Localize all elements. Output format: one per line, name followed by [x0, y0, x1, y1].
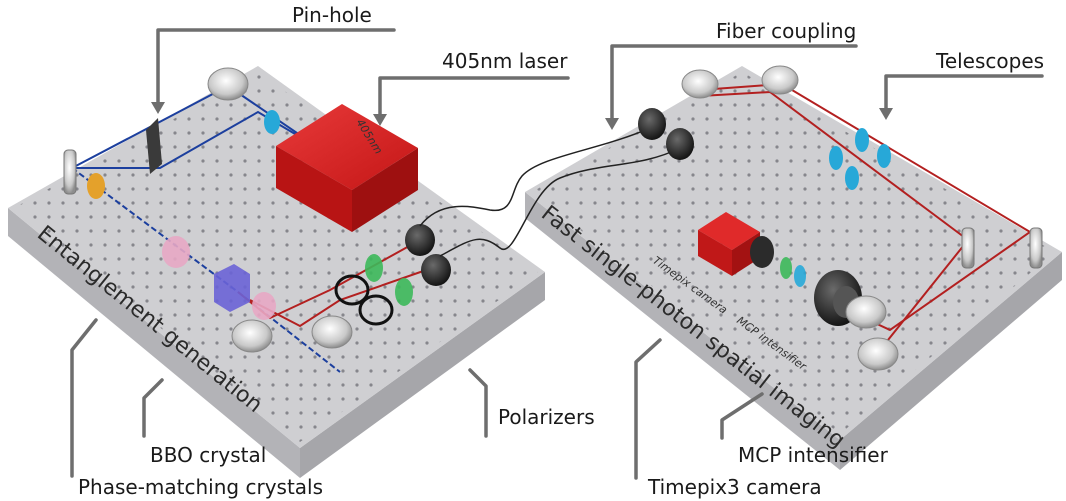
right-board-side-right — [840, 252, 1062, 470]
label-mcp-intensifier: MCP intensifier — [738, 443, 889, 467]
label-phase-matching: Phase-matching crystals — [78, 475, 323, 499]
fiber-cable-1 — [419, 127, 651, 227]
relay-lens-1 — [780, 257, 792, 279]
leader-telescopes — [884, 74, 1044, 112]
mirror-right-side-1 — [961, 227, 975, 269]
laser-front-face — [276, 146, 352, 232]
laser-405nm: 405nm — [276, 104, 418, 232]
callout-labels: Pin-hole 405nm laser Fiber coupling Tele… — [78, 3, 1044, 499]
leader-phase — [70, 318, 98, 478]
left-components: 405nm — [63, 67, 451, 353]
leader-lines — [70, 28, 1044, 480]
bbo-crystal — [214, 264, 250, 312]
label-laser: 405nm laser — [442, 49, 568, 73]
relay-lens-2 — [794, 265, 806, 287]
lens-cyan-left — [264, 110, 280, 134]
telescope-lens-3 — [845, 166, 859, 190]
left-board-holes — [14, 72, 538, 442]
mirror-top-right-1 — [681, 69, 719, 99]
left-board-side-right — [300, 272, 545, 478]
camera-top — [698, 212, 760, 250]
crystal-pink-2 — [252, 292, 276, 320]
label-bbo-crystal: BBO crystal — [150, 443, 266, 467]
pin-hole-mount — [146, 118, 162, 174]
arrow-laser — [373, 114, 387, 126]
polarizer-ring-2 — [358, 294, 394, 326]
laser-side-face — [352, 148, 418, 232]
mirror-right-front-1 — [845, 295, 887, 329]
fiber-coupler-left-1 — [405, 224, 435, 256]
telescope-lens-2 — [855, 128, 869, 152]
leader-laser — [378, 76, 570, 118]
lens-green-1 — [365, 254, 383, 282]
label-timepix: Timepix3 camera — [647, 475, 822, 499]
leader-mcp — [720, 392, 764, 440]
waveplate-orange — [87, 173, 105, 199]
camera-lens-ring — [750, 236, 774, 268]
leader-bbo — [142, 378, 164, 438]
left-board-side-front — [8, 208, 300, 478]
left-breadboard — [8, 66, 545, 478]
fiber-coupler-left-2 — [421, 254, 451, 286]
laser-top-face — [276, 104, 418, 190]
label-telescopes: Telescopes — [935, 49, 1044, 73]
red-beam-left-2 — [249, 267, 433, 328]
fiber-cable-2 — [439, 147, 681, 257]
label-polarizers: Polarizers — [498, 405, 595, 429]
mirror-top-left — [207, 67, 249, 101]
telescope-lens-4 — [877, 144, 891, 168]
fiber-coupler-right-2 — [666, 128, 694, 160]
right-board-side-front — [525, 192, 840, 470]
arrow-fiber — [605, 118, 619, 130]
leader-fiber — [610, 44, 858, 122]
fiber-cables — [419, 127, 681, 257]
mirror-top-right-2 — [761, 65, 799, 95]
mirror-right-side-2 — [1029, 227, 1043, 269]
label-pin-hole: Pin-hole — [292, 3, 372, 27]
mirror-right-front-2 — [857, 337, 899, 371]
telescope-lens-1 — [829, 146, 843, 170]
crystal-pink-1 — [162, 236, 190, 268]
arrow-telescopes — [879, 108, 893, 120]
polarizer-ring-1 — [334, 274, 370, 306]
leader-timepix — [634, 338, 662, 480]
lens-green-2 — [395, 278, 413, 306]
leader-polarizers — [468, 368, 488, 438]
right-breadboard — [525, 66, 1062, 470]
label-fiber-coupling: Fiber coupling — [716, 19, 856, 43]
arrow-pin-hole — [151, 102, 165, 114]
mirror-front-1 — [231, 319, 273, 353]
mirror-left-side — [63, 149, 77, 195]
camera-front — [698, 230, 732, 276]
right-board-holes — [532, 72, 1055, 434]
mirror-front-2 — [311, 315, 353, 349]
fiber-coupler-right-1 — [638, 108, 666, 140]
leader-pin-hole — [156, 28, 396, 106]
